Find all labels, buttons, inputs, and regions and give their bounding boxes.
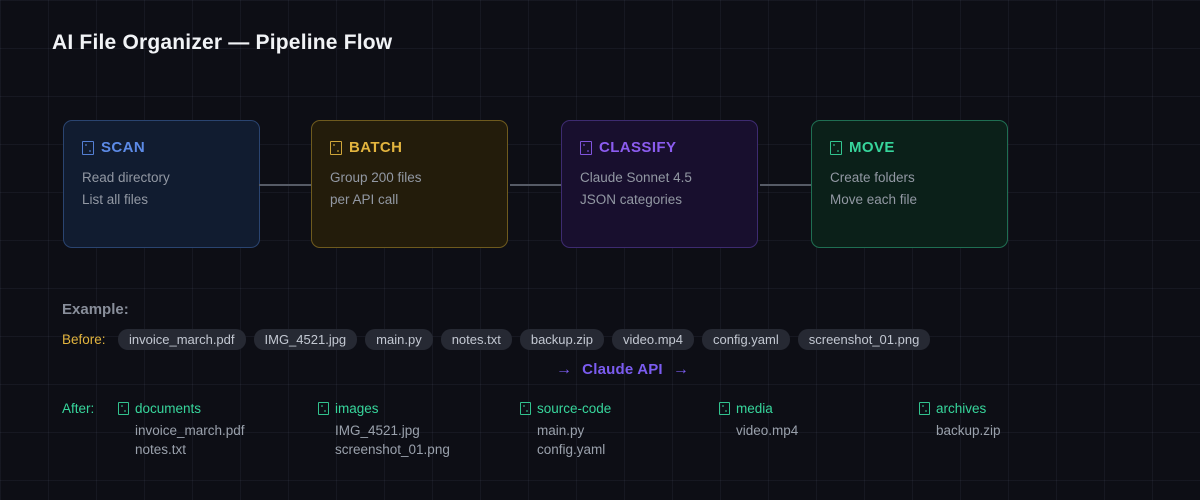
- stage-description-line: Claude Sonnet 4.5: [580, 170, 692, 185]
- folder-name: images: [318, 401, 450, 416]
- folder-name: media: [719, 401, 798, 416]
- stage-description-line: JSON categories: [580, 192, 683, 207]
- folder-file: video.mp4: [736, 423, 799, 438]
- stage-title: SCAN: [82, 139, 241, 156]
- connector-batch-classify: [510, 184, 561, 186]
- file-chip: IMG_4521.jpg: [253, 329, 358, 350]
- stage-title: BATCH: [330, 139, 489, 156]
- folder-column-source-code: source-code main.py config.yaml: [520, 401, 611, 459]
- folder-icon: [520, 402, 531, 415]
- folder-file: IMG_4521.jpg: [335, 423, 420, 438]
- batch-icon: [330, 140, 342, 155]
- file-chip: config.yaml: [701, 329, 790, 350]
- stage-title-label: MOVE: [849, 139, 895, 156]
- pipeline-stage-batch: BATCH Group 200 files per API call: [311, 120, 508, 248]
- arrow-right-icon: →: [672, 361, 690, 378]
- stage-description-line: Move each file: [830, 192, 918, 207]
- stage-title: CLASSIFY: [580, 139, 739, 156]
- after-label: After:: [62, 401, 95, 416]
- file-chip: screenshot_01.png: [797, 329, 931, 350]
- stage-title-label: SCAN: [101, 139, 146, 156]
- move-icon: [830, 140, 842, 155]
- folder-name-label: documents: [135, 401, 202, 416]
- folder-column-media: media video.mp4: [719, 401, 798, 440]
- folder-file: invoice_march.pdf: [135, 423, 245, 438]
- classify-icon: [580, 140, 592, 155]
- file-chip: invoice_march.pdf: [118, 329, 246, 350]
- stage-description-line: Read directory: [82, 170, 170, 185]
- after-folder-columns: documents invoice_march.pdf notes.txt image…: [0, 401, 1200, 471]
- folder-file: config.yaml: [537, 442, 606, 457]
- folder-file: backup.zip: [936, 423, 1001, 438]
- folder-file: screenshot_01.png: [335, 442, 450, 457]
- arrow-right-icon: →: [555, 361, 573, 378]
- file-chip: notes.txt: [440, 329, 512, 350]
- example-heading: Example:: [62, 301, 129, 318]
- stage-title: MOVE: [830, 139, 989, 156]
- folder-icon: [719, 402, 730, 415]
- folder-icon: [118, 402, 129, 415]
- folder-file: main.py: [537, 423, 585, 438]
- before-label: Before:: [62, 332, 106, 347]
- folder-icon: [919, 402, 930, 415]
- stage-description-line: per API call: [330, 192, 399, 207]
- folder-name-label: archives: [936, 401, 987, 416]
- page-title: AI File Organizer — Pipeline Flow: [52, 31, 393, 54]
- folder-icon: [318, 402, 329, 415]
- folder-column-documents: documents invoice_march.pdf notes.txt: [118, 401, 245, 459]
- stage-description-line: Group 200 files: [330, 170, 422, 185]
- folder-name: documents: [118, 401, 245, 416]
- stage-description-line: List all files: [82, 192, 149, 207]
- connector-classify-move: [760, 184, 811, 186]
- file-chip: video.mp4: [612, 329, 694, 350]
- claude-api-row: → Claude API →: [0, 361, 1200, 379]
- stage-title-label: CLASSIFY: [599, 139, 677, 156]
- scan-icon: [82, 140, 94, 155]
- claude-api-label: Claude API: [582, 361, 663, 378]
- before-file-chips: invoice_march.pdf IMG_4521.jpg main.py note…: [118, 329, 931, 350]
- folder-name-label: images: [335, 401, 379, 416]
- connector-scan-batch: [259, 184, 311, 186]
- stage-description-line: Create folders: [830, 170, 915, 185]
- folder-name-label: media: [736, 401, 773, 416]
- folder-name: source-code: [520, 401, 611, 416]
- file-chip: backup.zip: [519, 329, 604, 350]
- file-chip: main.py: [365, 329, 433, 350]
- folder-name-label: source-code: [537, 401, 612, 416]
- before-row: Before: invoice_march.pdf IMG_4521.jpg mai…: [62, 329, 931, 350]
- folder-file: notes.txt: [135, 442, 187, 457]
- folder-name: archives: [919, 401, 1001, 416]
- stage-title-label: BATCH: [349, 139, 403, 156]
- folder-column-archives: archives backup.zip: [919, 401, 1001, 440]
